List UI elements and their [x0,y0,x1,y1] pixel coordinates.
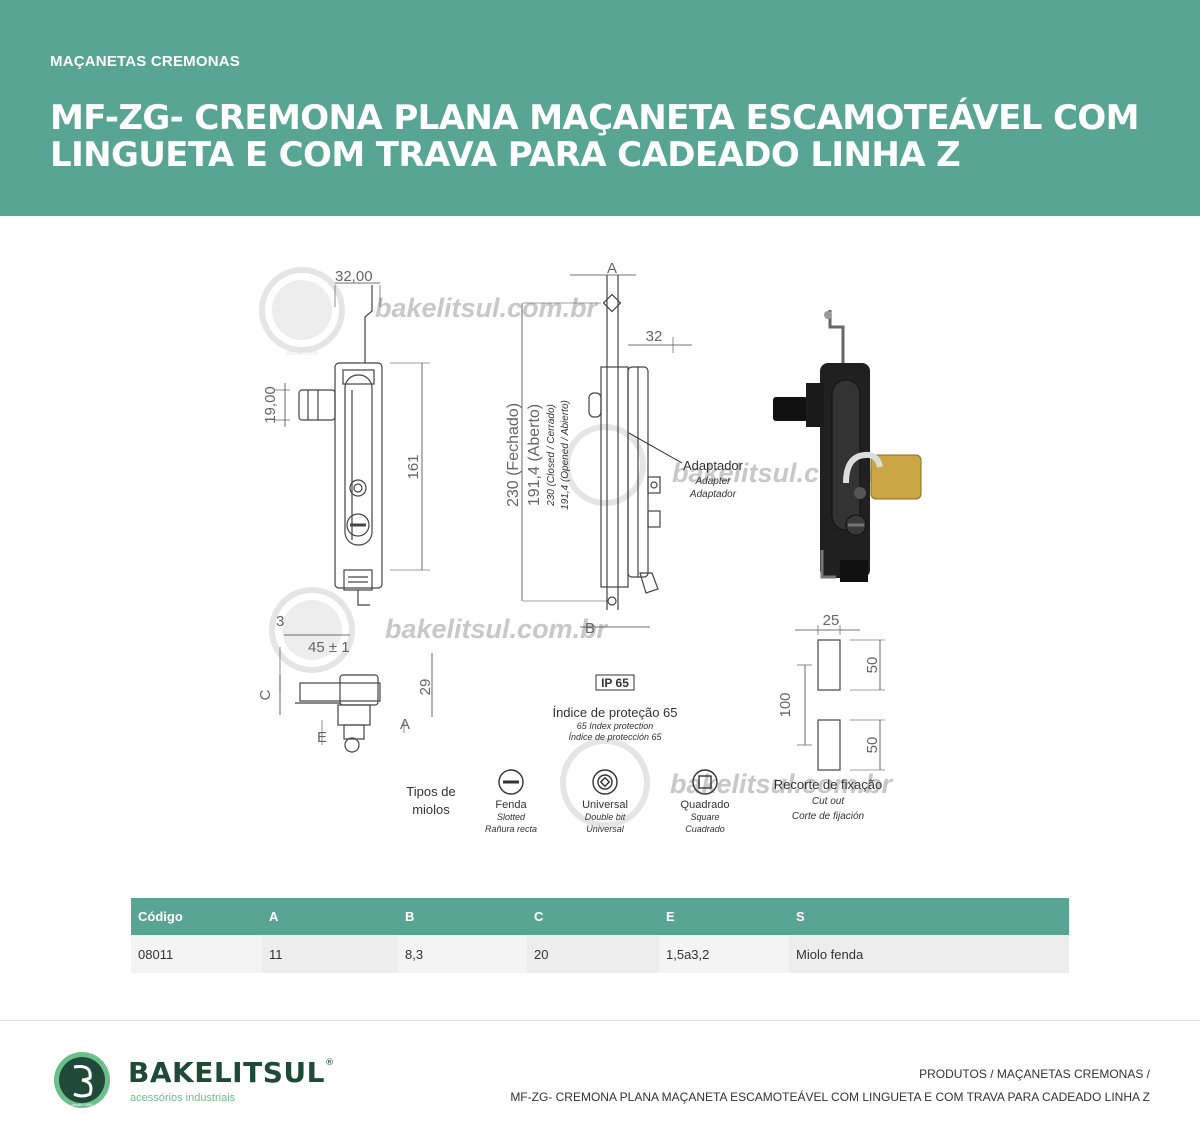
svg-text:Adaptador: Adaptador [689,489,737,500]
svg-text:65 Index protection: 65 Index protection [577,721,654,731]
svg-text:bakelitsul.com.br: bakelitsul.com.br [385,614,609,644]
svg-text:191,4 (Aberto): 191,4 (Aberto) [526,404,543,506]
side-view [521,274,692,628]
slotted-cylinder-icon [498,769,524,795]
breadcrumb-current: MF-ZG- CREMONA PLANA MAÇANETA ESCAMOTEÁV… [510,1090,1150,1104]
svg-text:191,4 (Opened / Abierto): 191,4 (Opened / Abierto) [560,400,571,510]
svg-text:Tipos de: Tipos de [406,784,455,799]
table-header-cell: C [527,898,659,935]
svg-text:Slotted: Slotted [497,812,526,822]
table-header-cell: S [789,898,1069,935]
svg-text:C: C [257,689,274,700]
side-view-dims: A 32 B 230 (Fechado) 191,4 (Aberto) 230 … [505,260,662,637]
front-view [275,282,430,606]
specs-table: Código A B C E S 08011 11 8,3 20 1,5a3,2… [131,898,1069,973]
svg-text:Corte de fijación: Corte de fijación [792,811,865,822]
page-title: MF-ZG- CREMONA PLANA MAÇANETA ESCAMOTEÁV… [50,98,1140,175]
front-view-dims: 32,00 19,00 161 [262,268,422,480]
svg-text:32,00: 32,00 [335,268,373,285]
table-cell: 1,5a3,2 [659,935,789,973]
svg-text:29: 29 [417,679,434,696]
table-header-cell: B [398,898,527,935]
ip-badge-frame [595,674,635,691]
svg-text:Rañura recta: Rañura recta [485,824,537,834]
svg-text:Double bit: Double bit [585,812,626,822]
svg-text:desde 1999: desde 1999 [72,1102,94,1107]
table-row: 08011 11 8,3 20 1,5a3,2 Miolo fenda [131,935,1069,973]
table-header-row: Código A B C E S [131,898,1069,935]
svg-text:Quadrado: Quadrado [681,799,730,811]
table-cell: 8,3 [398,935,527,973]
table-cell: Miolo fenda [789,935,1069,973]
svg-text:Cuadrado: Cuadrado [685,824,725,834]
double-bit-cylinder-icon [592,769,618,795]
svg-text:A: A [400,716,410,733]
table-cell: 08011 [131,935,262,973]
ip-rating: IP 65 Índice de proteção 65 65 Index pro… [552,674,678,742]
brand-logo[interactable]: desde 1999 BAKELITSUL® acessórios indust… [52,1050,334,1110]
footer-divider [0,1020,1200,1021]
table-header-cell: Código [131,898,262,935]
technical-drawing: desde 1999 bakelitsul.com.br bakelitsul.… [240,255,960,855]
svg-text:45 ± 1: 45 ± 1 [308,639,350,656]
svg-text:Universal: Universal [582,799,628,811]
svg-text:230 (Fechado): 230 (Fechado) [505,403,522,507]
svg-text:E: E [317,729,327,746]
bottom-view [279,634,433,753]
svg-text:A: A [607,260,617,277]
table-cell: 20 [527,935,659,973]
svg-text:miolos: miolos [412,802,450,817]
svg-text:IP 65: IP 65 [601,676,629,690]
svg-text:50: 50 [864,737,881,754]
table-cell: 11 [262,935,398,973]
svg-text:Índice de protección 65: Índice de protección 65 [568,732,662,742]
cylinder-types: Tipos de miolos [406,784,455,817]
square-cylinder-icon [692,769,718,795]
svg-text:Recorte de fixação: Recorte de fixação [774,777,882,792]
brand-wordmark: BAKELITSUL® [128,1056,335,1089]
watermark-seal: desde 1999 [259,267,650,828]
technical-drawing-svg: desde 1999 bakelitsul.com.br bakelitsul.… [257,260,922,834]
cutout-caption: Recorte de fixação Cut out Corte de fija… [774,777,882,822]
breadcrumb-parents[interactable]: PRODUTOS / MAÇANETAS CREMONAS / [919,1067,1150,1081]
svg-text:50: 50 [864,657,881,674]
svg-text:3: 3 [276,613,284,630]
hero-banner: MAÇANETAS CREMONAS MF-ZG- CREMONA PLANA … [0,0,1200,216]
breadcrumb: PRODUTOS / MAÇANETAS CREMONAS / MF-ZG- C… [510,1063,1150,1109]
svg-text:B: B [585,620,595,637]
brand-mark-icon: desde 1999 [54,1052,110,1108]
svg-text:Fenda: Fenda [495,799,527,811]
svg-text:100: 100 [777,692,794,717]
svg-text:161: 161 [405,454,422,479]
svg-text:bakelitsul.com.br: bakelitsul.com.br [375,293,599,323]
cutout-dims: 25 50 50 100 [777,612,881,753]
svg-text:Adaptador: Adaptador [683,458,744,473]
product-photo [773,310,922,582]
cylinder-labels: Fenda Slotted Rañura recta Universal Dou… [485,799,729,834]
svg-text:Universal: Universal [586,824,625,834]
svg-text:19,00: 19,00 [262,386,279,424]
svg-text:25: 25 [823,612,840,629]
table-header-cell: E [659,898,789,935]
svg-text:desde 1999: desde 1999 [286,351,318,357]
cutout-drawing [795,625,885,771]
category-link[interactable]: MAÇANETAS CREMONAS [50,53,240,70]
table-header-cell: A [262,898,398,935]
brand-tagline: acessórios industriais [130,1092,236,1104]
svg-text:32: 32 [646,328,663,345]
svg-text:230 (Closed / Cerrado): 230 (Closed / Cerrado) [546,404,557,507]
svg-text:Cut out: Cut out [812,796,845,807]
adapter-callout: Adaptador Adapter Adaptador [683,458,744,500]
svg-text:Índice de proteção 65: Índice de proteção 65 [552,705,677,720]
svg-text:Adapter: Adapter [694,476,731,487]
svg-text:Square: Square [690,812,719,822]
bottom-view-dims: 3 45 ± 1 C 29 A E [257,613,434,746]
